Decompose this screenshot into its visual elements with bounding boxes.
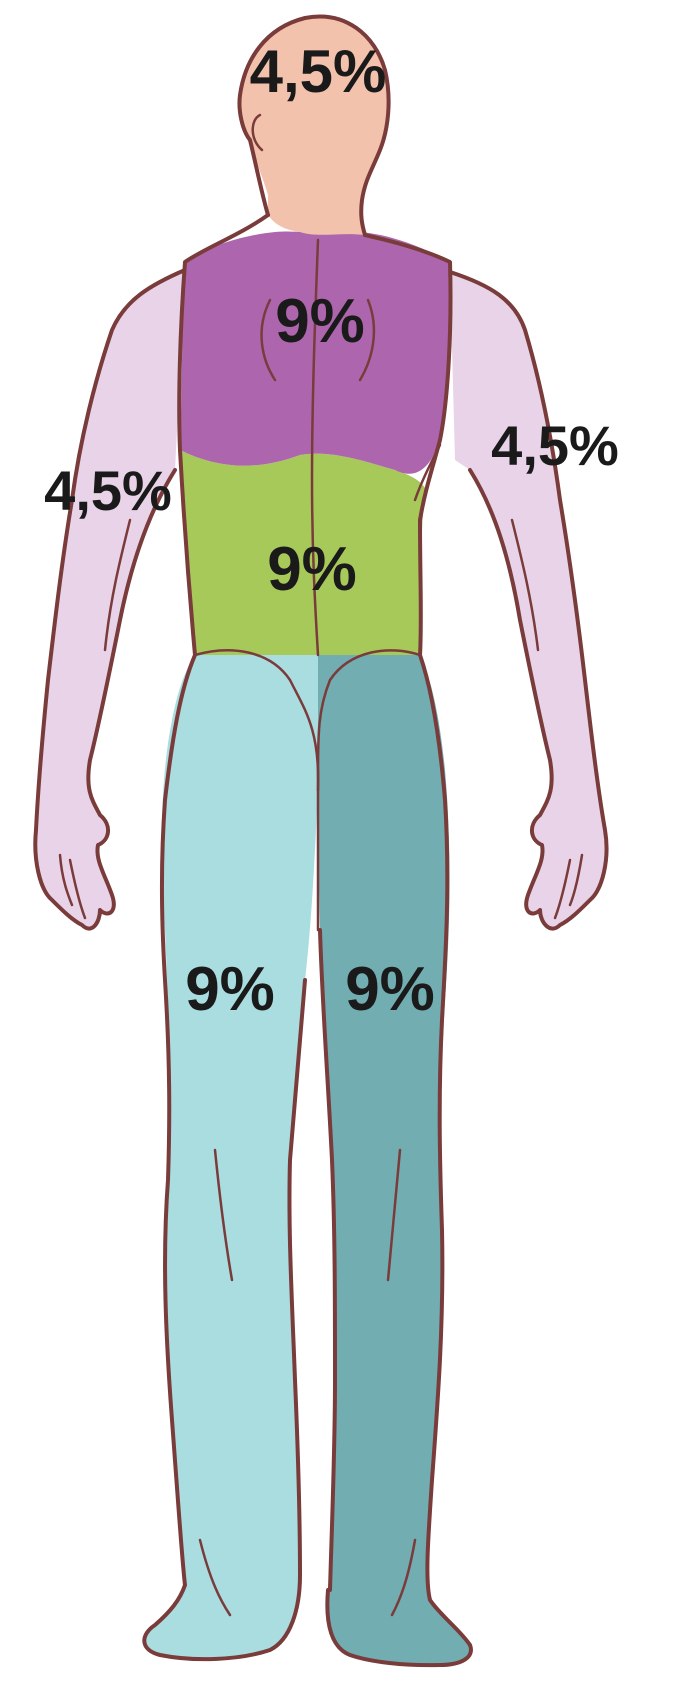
right-arm-region	[450, 272, 607, 929]
left-leg-label: 9%	[185, 955, 275, 1024]
lower-back-label: 9%	[267, 535, 357, 604]
right-leg-region	[318, 655, 471, 1665]
head-label: 4,5%	[250, 38, 387, 105]
right-leg-shape	[318, 655, 471, 1665]
right-arm-shape	[450, 272, 607, 929]
right-leg-label: 9%	[345, 955, 435, 1024]
left-arm-label: 4,5%	[44, 459, 172, 522]
right-arm-label: 4,5%	[491, 414, 619, 477]
upper-back-label: 9%	[275, 287, 365, 356]
